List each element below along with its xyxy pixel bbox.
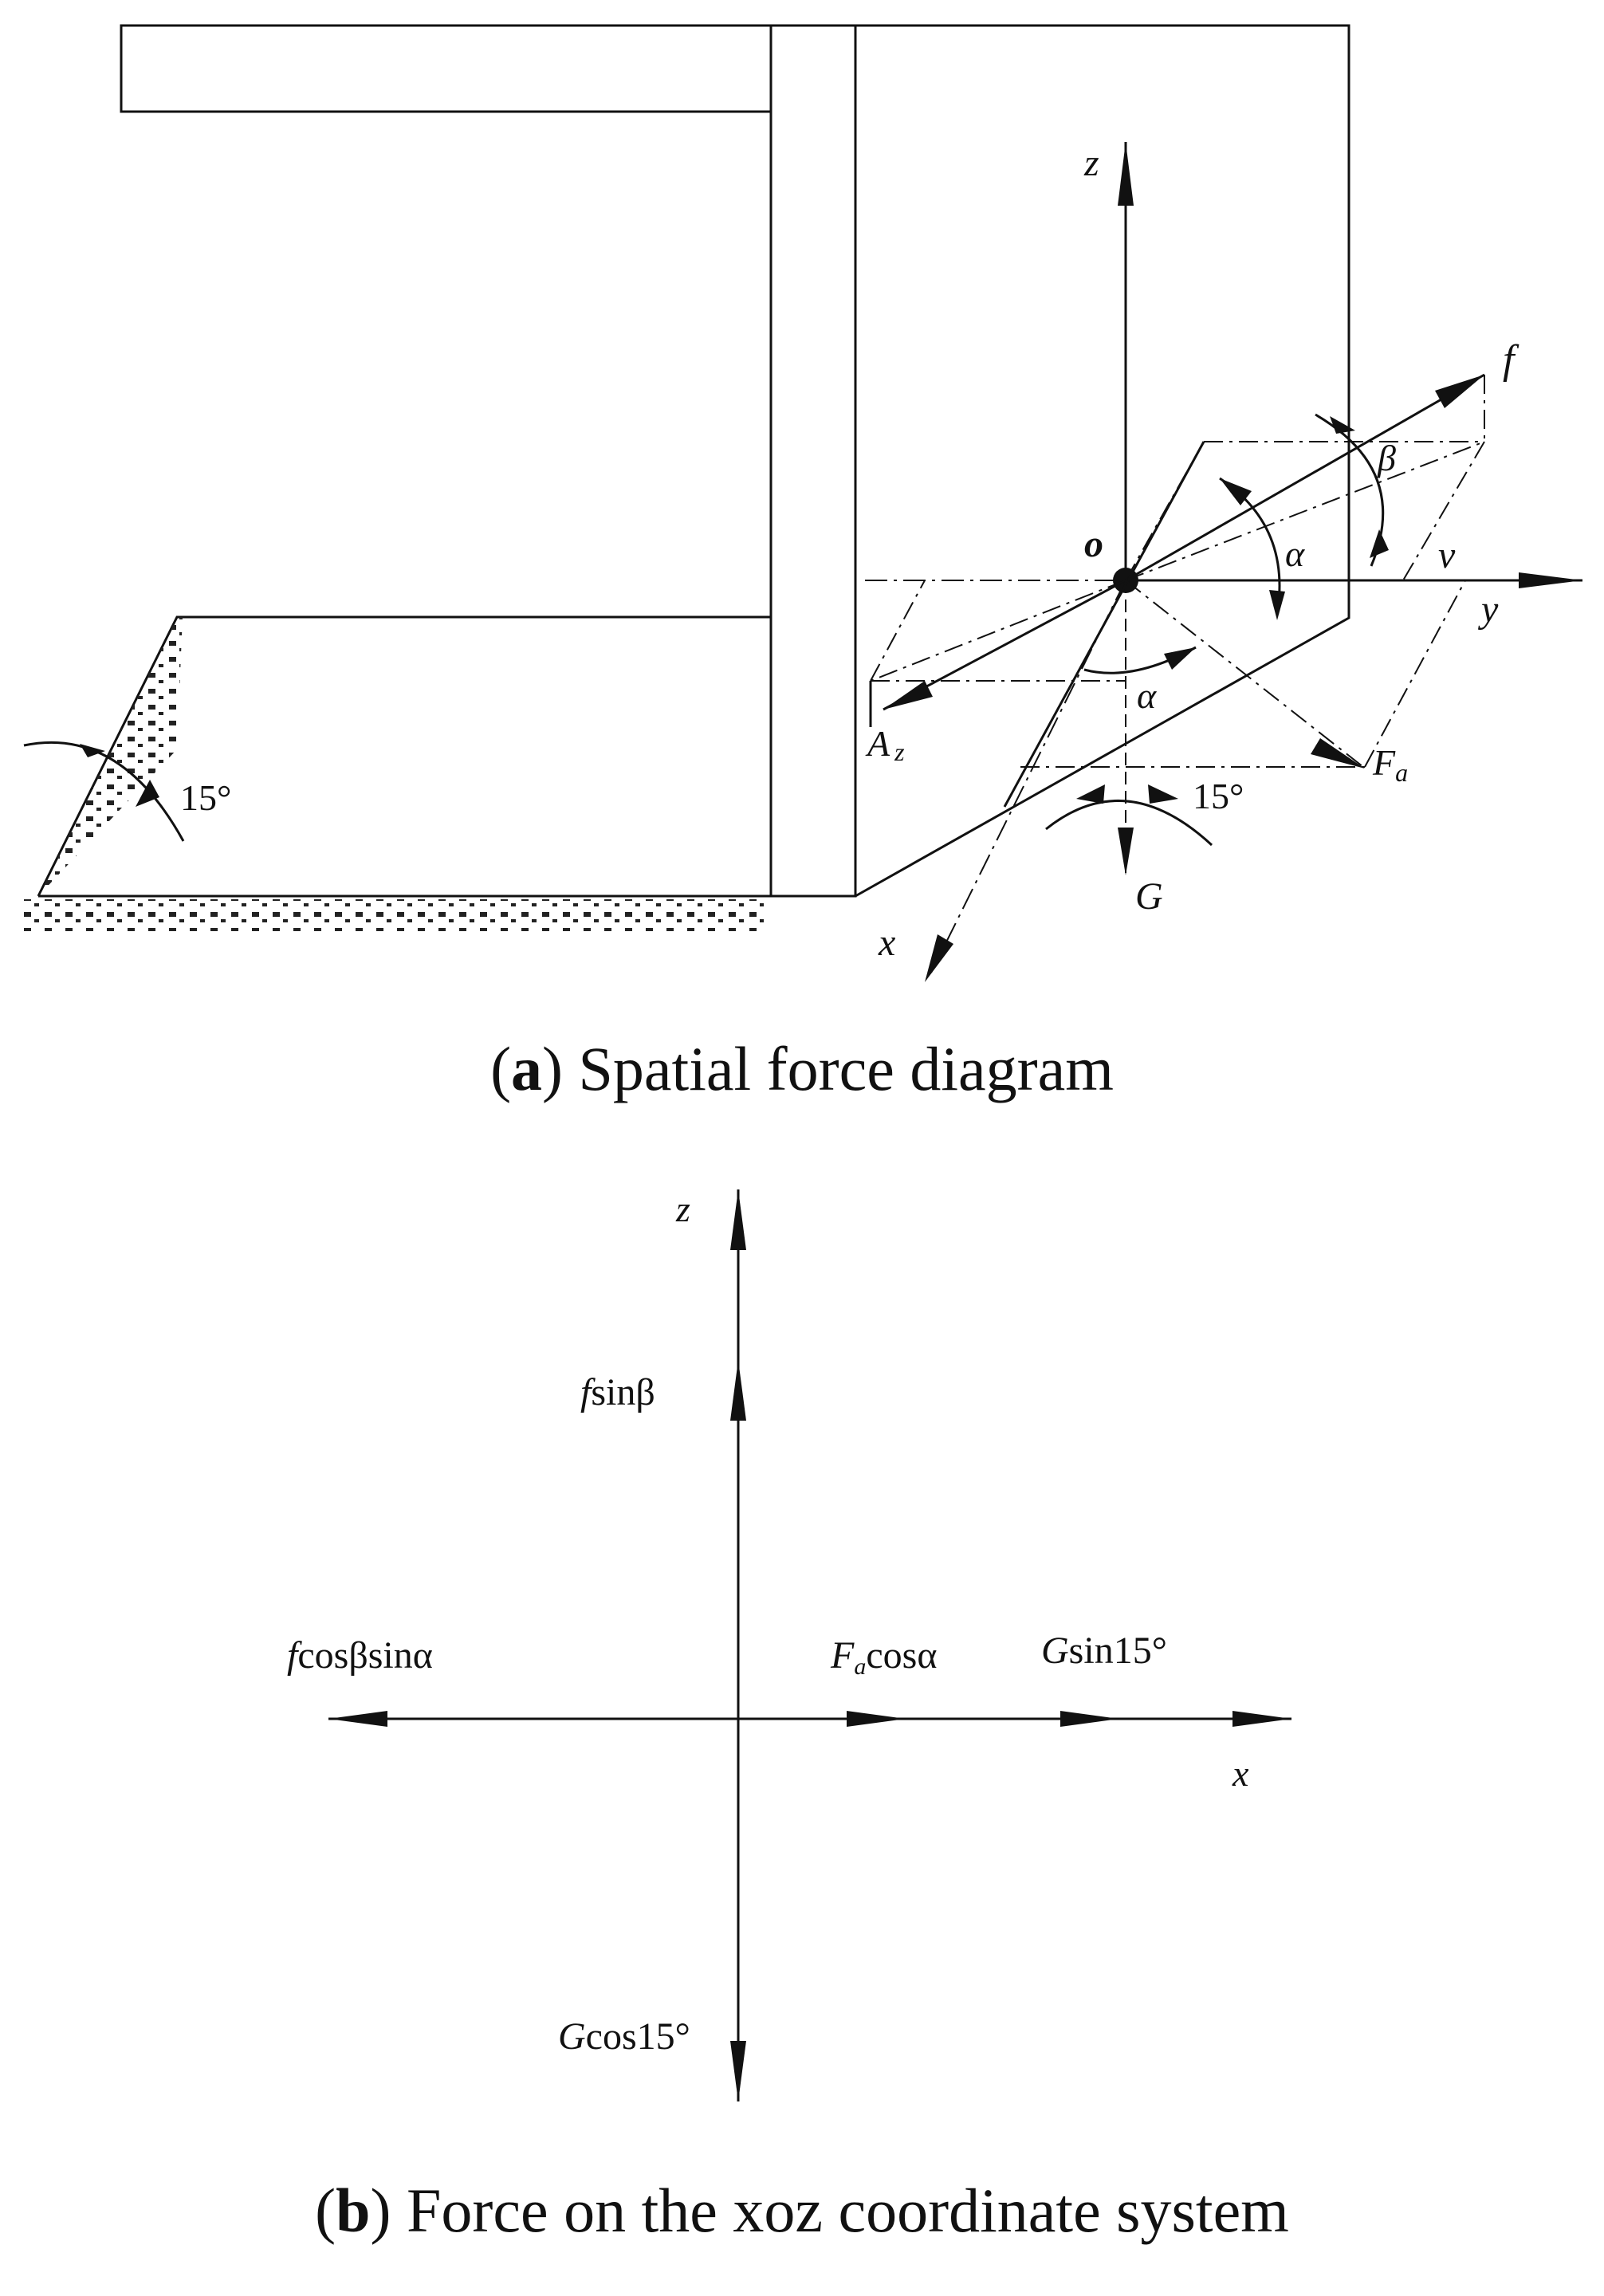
label-g-cos15: Gcos15° [558, 2015, 690, 2058]
label-15-right: 15° [1193, 776, 1244, 816]
az-proj-diag [870, 580, 1126, 682]
caption-b-text: Force on the xoz coordinate system [407, 2176, 1289, 2245]
fa-cos-alpha-arrowhead [847, 1711, 906, 1727]
f-cos-beta-sin-alpha-arrowhead [328, 1711, 387, 1727]
y-axis-arrowhead [1519, 572, 1582, 588]
beta-arc-arrow2 [1370, 529, 1389, 558]
label-y-a: y [1477, 588, 1499, 631]
caption-a-text: Spatial force diagram [578, 1034, 1114, 1103]
angle-arc-left [23, 741, 185, 842]
alpha-arc-upper-arrow [1269, 590, 1285, 620]
az-proj-slant [870, 580, 926, 682]
top-beam [120, 24, 773, 113]
alpha-arc-lower-arrow [1164, 647, 1196, 670]
f-force-arrowhead [1435, 375, 1484, 408]
angle-arc-15-right [1045, 799, 1213, 847]
arc15-arrow-left [1076, 784, 1105, 804]
label-g-sin15: Gsin15° [1041, 1630, 1167, 1672]
f-force-line [1125, 373, 1485, 582]
arc-arrowhead-left-1 [80, 744, 105, 757]
panel-b-labels: z x fsinβ fcosβsinα Facosα Gsin15° Gcos1… [287, 1189, 1249, 2058]
label-f-sin-beta: fsinβ [580, 1371, 655, 1413]
vertical-column [769, 24, 857, 898]
label-15-left: 15° [180, 777, 231, 818]
panel-b [328, 1189, 1291, 2101]
caption-a: (a) Spatial force diagram [490, 1034, 1114, 1103]
hatched-wedge [38, 617, 183, 896]
beta-arc-arrow [1330, 416, 1355, 434]
az-force-arrowhead [883, 681, 933, 710]
alpha-arc-upper-arrow2 [1220, 478, 1252, 505]
right-block [855, 24, 1350, 898]
label-v: v [1438, 534, 1456, 576]
x-axis-arrowhead [925, 934, 953, 982]
z-axis-b-arrowhead [730, 1189, 746, 1250]
g-sin15-arrowhead [1060, 1711, 1119, 1727]
f-proj-side [1402, 441, 1485, 581]
label-o: o [1084, 523, 1103, 565]
fa-force-line [1125, 580, 1364, 768]
arc15-arrow-right [1148, 784, 1178, 804]
arc-arrowhead-left-2 [136, 780, 159, 807]
g-cos15-arrowhead [730, 2041, 746, 2101]
label-z-a: z [1083, 142, 1099, 184]
x-axis-b-arrowhead [1232, 1711, 1291, 1727]
caption-b-letter: b [336, 2176, 371, 2245]
g-force-arrowhead [1118, 828, 1134, 875]
label-x-b: x [1232, 1753, 1249, 1794]
z-axis-arrowhead [1118, 142, 1134, 206]
label-alpha-upper: α [1285, 533, 1305, 574]
label-fa: Fa [1372, 742, 1408, 787]
label-fa-cos-alpha: Facosα [830, 1634, 937, 1680]
label-z-b: z [675, 1189, 690, 1229]
label-x-a: x [878, 922, 895, 964]
ground-hatching [22, 899, 764, 931]
plane-edge [1003, 441, 1205, 808]
label-alpha-lower: α [1137, 675, 1157, 716]
caption-b: (b) Force on the xoz coordinate system [315, 2176, 1289, 2245]
label-g-a: G [1135, 875, 1163, 918]
f-sin-beta-arrowhead [730, 1360, 746, 1421]
panel-a [22, 24, 1582, 982]
caption-a-letter: a [511, 1034, 543, 1103]
label-f: f [1503, 337, 1519, 383]
f-proj-diag [1125, 441, 1485, 581]
fa-force-arrowhead [1311, 738, 1365, 769]
label-f-cos-beta-sin-alpha: fcosβsinα [287, 1634, 433, 1677]
fa-proj-right [1364, 580, 1466, 768]
label-beta: β [1377, 438, 1396, 478]
x-axis-line [930, 580, 1126, 973]
